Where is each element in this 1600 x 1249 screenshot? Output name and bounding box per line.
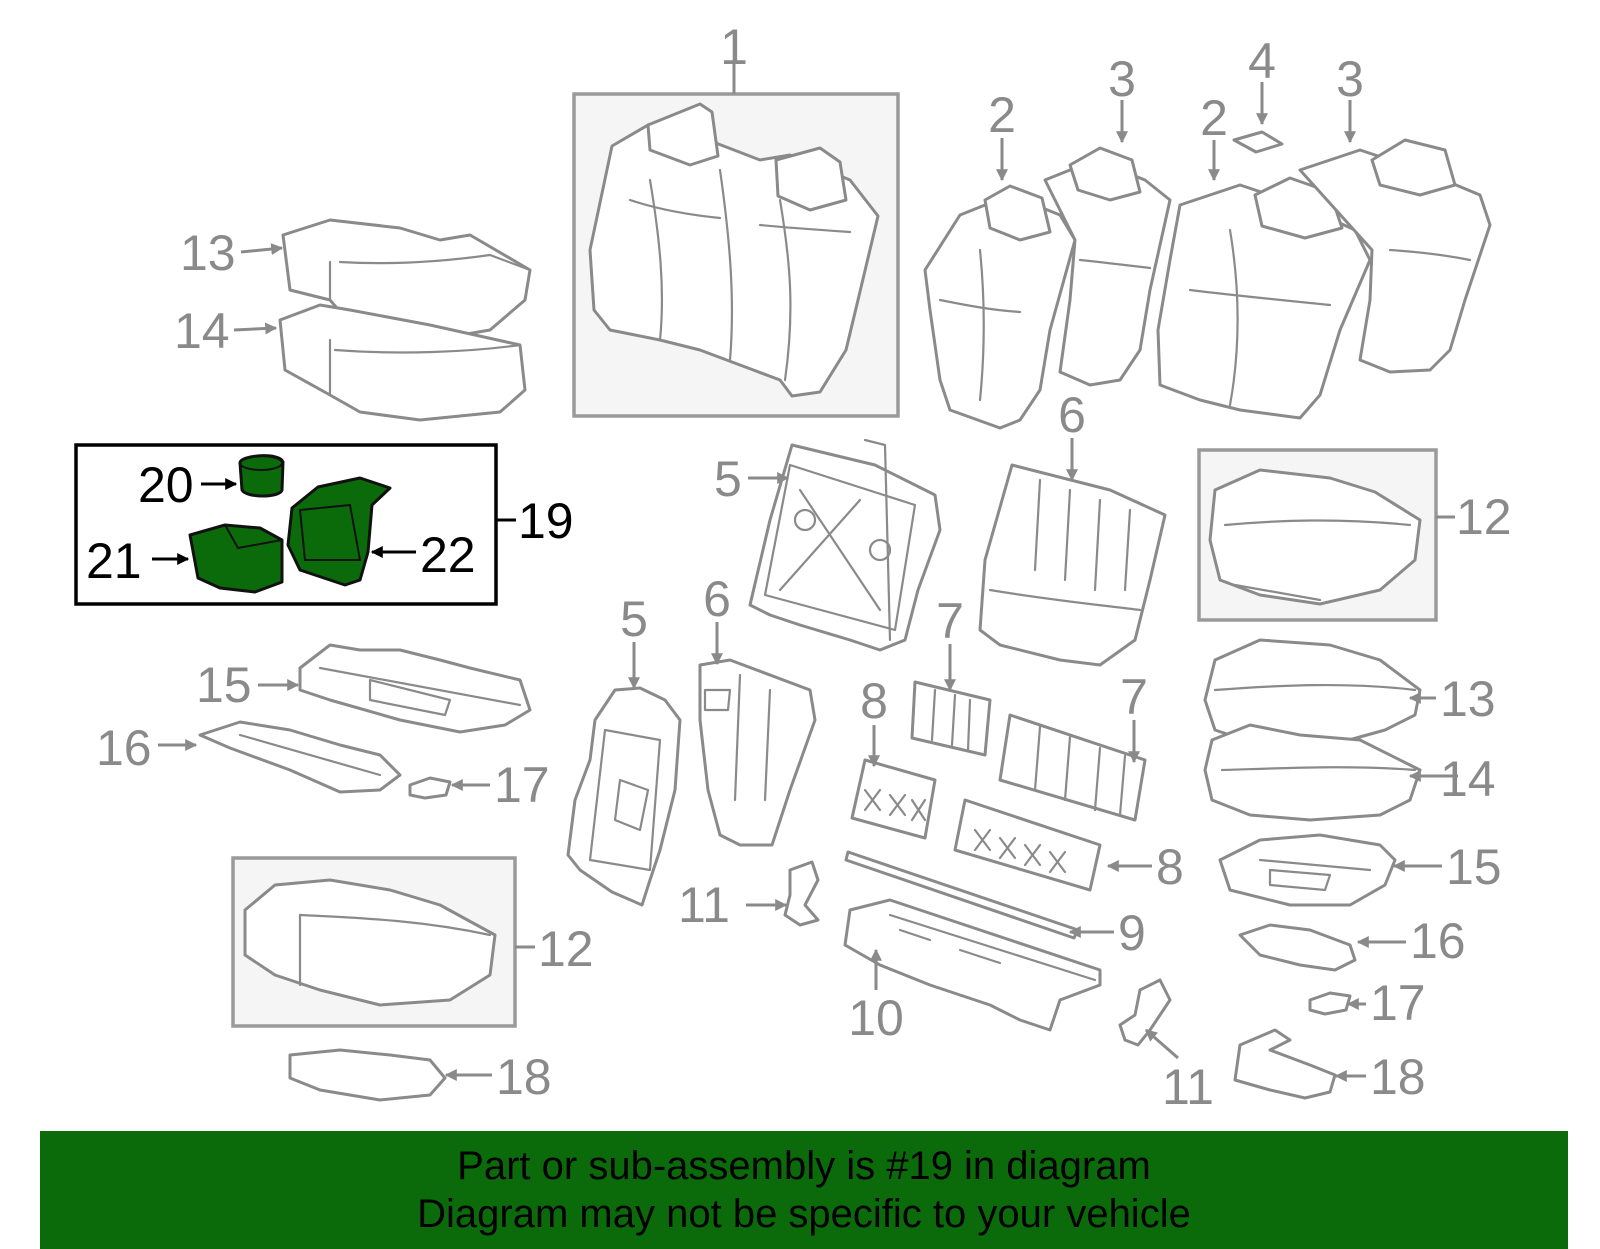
part-8-spring-right [953, 798, 1102, 892]
part-3-seat-back-left [1043, 146, 1172, 387]
part-15-tray-left [298, 643, 532, 734]
callout-7: 7 [1120, 669, 1148, 725]
part-8-spring-left [850, 758, 937, 840]
part-15-tray-right [1218, 833, 1397, 907]
part-7-cover-left [910, 680, 992, 757]
part-11-bracket-center [783, 860, 820, 927]
callout-11: 11 [1162, 1059, 1214, 1115]
callout-10: 10 [848, 990, 904, 1046]
callout-2: 2 [988, 87, 1016, 143]
banner-line-2: Diagram may not be specific to your vehi… [417, 1192, 1191, 1236]
part-6-back-panel-right [978, 463, 1167, 667]
callout-2: 2 [1200, 90, 1228, 146]
callout-6: 6 [1058, 387, 1086, 443]
callout-13: 13 [180, 225, 236, 281]
part-20-cup-holder [238, 454, 285, 498]
callout-20: 20 [138, 457, 194, 513]
callout-22: 22 [420, 527, 476, 583]
callout-8: 8 [1156, 839, 1184, 895]
callout-7: 7 [936, 593, 964, 649]
callout-15: 15 [196, 657, 252, 713]
callout-11: 11 [678, 877, 730, 933]
part-14-cushion-lower-left [278, 303, 527, 422]
callout-numbers: 1 2 3 4 2 3 13 14 5 6 12 15 16 17 5 6 7 … [86, 19, 1512, 1115]
part-18-trim-left [288, 1048, 447, 1102]
callout-13: 13 [1440, 671, 1496, 727]
part-13-cushion-upper-right [1203, 638, 1422, 750]
callout-14: 14 [174, 303, 230, 359]
part-9-rod [844, 850, 1080, 940]
callout-8: 8 [860, 673, 888, 729]
callout-14: 14 [1440, 751, 1496, 807]
leader-lines [152, 64, 1458, 1082]
part-19-box [74, 443, 498, 606]
part-5-back-panel-center [748, 438, 942, 652]
part-10-frame [843, 898, 1102, 1032]
callout-16: 16 [1410, 913, 1466, 969]
part-21-console-bin [188, 523, 284, 594]
callout-5: 5 [714, 451, 742, 507]
callout-12: 12 [1456, 489, 1512, 545]
callout-17: 17 [1370, 975, 1426, 1031]
part-16-bracket-right [1238, 923, 1357, 972]
callout-1: 1 [720, 19, 748, 75]
callout-21: 21 [86, 533, 142, 589]
part-4-clip [1232, 130, 1284, 154]
callout-5: 5 [620, 591, 648, 647]
part-12-cushion-left [243, 878, 497, 1007]
callout-18: 18 [1370, 1049, 1426, 1105]
part-12-cushion-right [1208, 468, 1422, 606]
callout-3: 3 [1108, 51, 1136, 107]
part-14-cushion-lower-right [1203, 723, 1422, 822]
banner-line-1: Part or sub-assembly is #19 in diagram [457, 1144, 1151, 1188]
part-1-seat-back [588, 102, 880, 398]
part-2-seat-back-right [1156, 176, 1372, 420]
part-16-bracket-left [198, 720, 402, 794]
callout-18: 18 [496, 1049, 552, 1105]
part-3-seat-back-right [1298, 138, 1492, 374]
part-2-seat-back-left [923, 184, 1077, 430]
info-banner: Part or sub-assembly is #19 in diagram D… [40, 1131, 1568, 1249]
part-11-bracket-right [1118, 978, 1172, 1047]
part-6-back-panel-left [698, 658, 817, 847]
part-7-cover-right [998, 713, 1147, 822]
callout-3: 3 [1336, 51, 1364, 107]
part-17-clip-left [408, 776, 452, 800]
callout-9: 9 [1118, 905, 1146, 961]
callout-15: 15 [1446, 839, 1502, 895]
part-17-clip-right [1308, 991, 1352, 1016]
callout-17: 17 [494, 757, 550, 813]
part-5-side-panel-left [566, 686, 682, 907]
part-22-console-housing [286, 476, 392, 587]
callout-19: 19 [518, 493, 574, 549]
callout-4: 4 [1248, 33, 1276, 89]
part-18-trim-right [1233, 1028, 1337, 1100]
callout-12: 12 [538, 921, 594, 977]
callout-16: 16 [96, 720, 152, 776]
callout-6: 6 [703, 571, 731, 627]
